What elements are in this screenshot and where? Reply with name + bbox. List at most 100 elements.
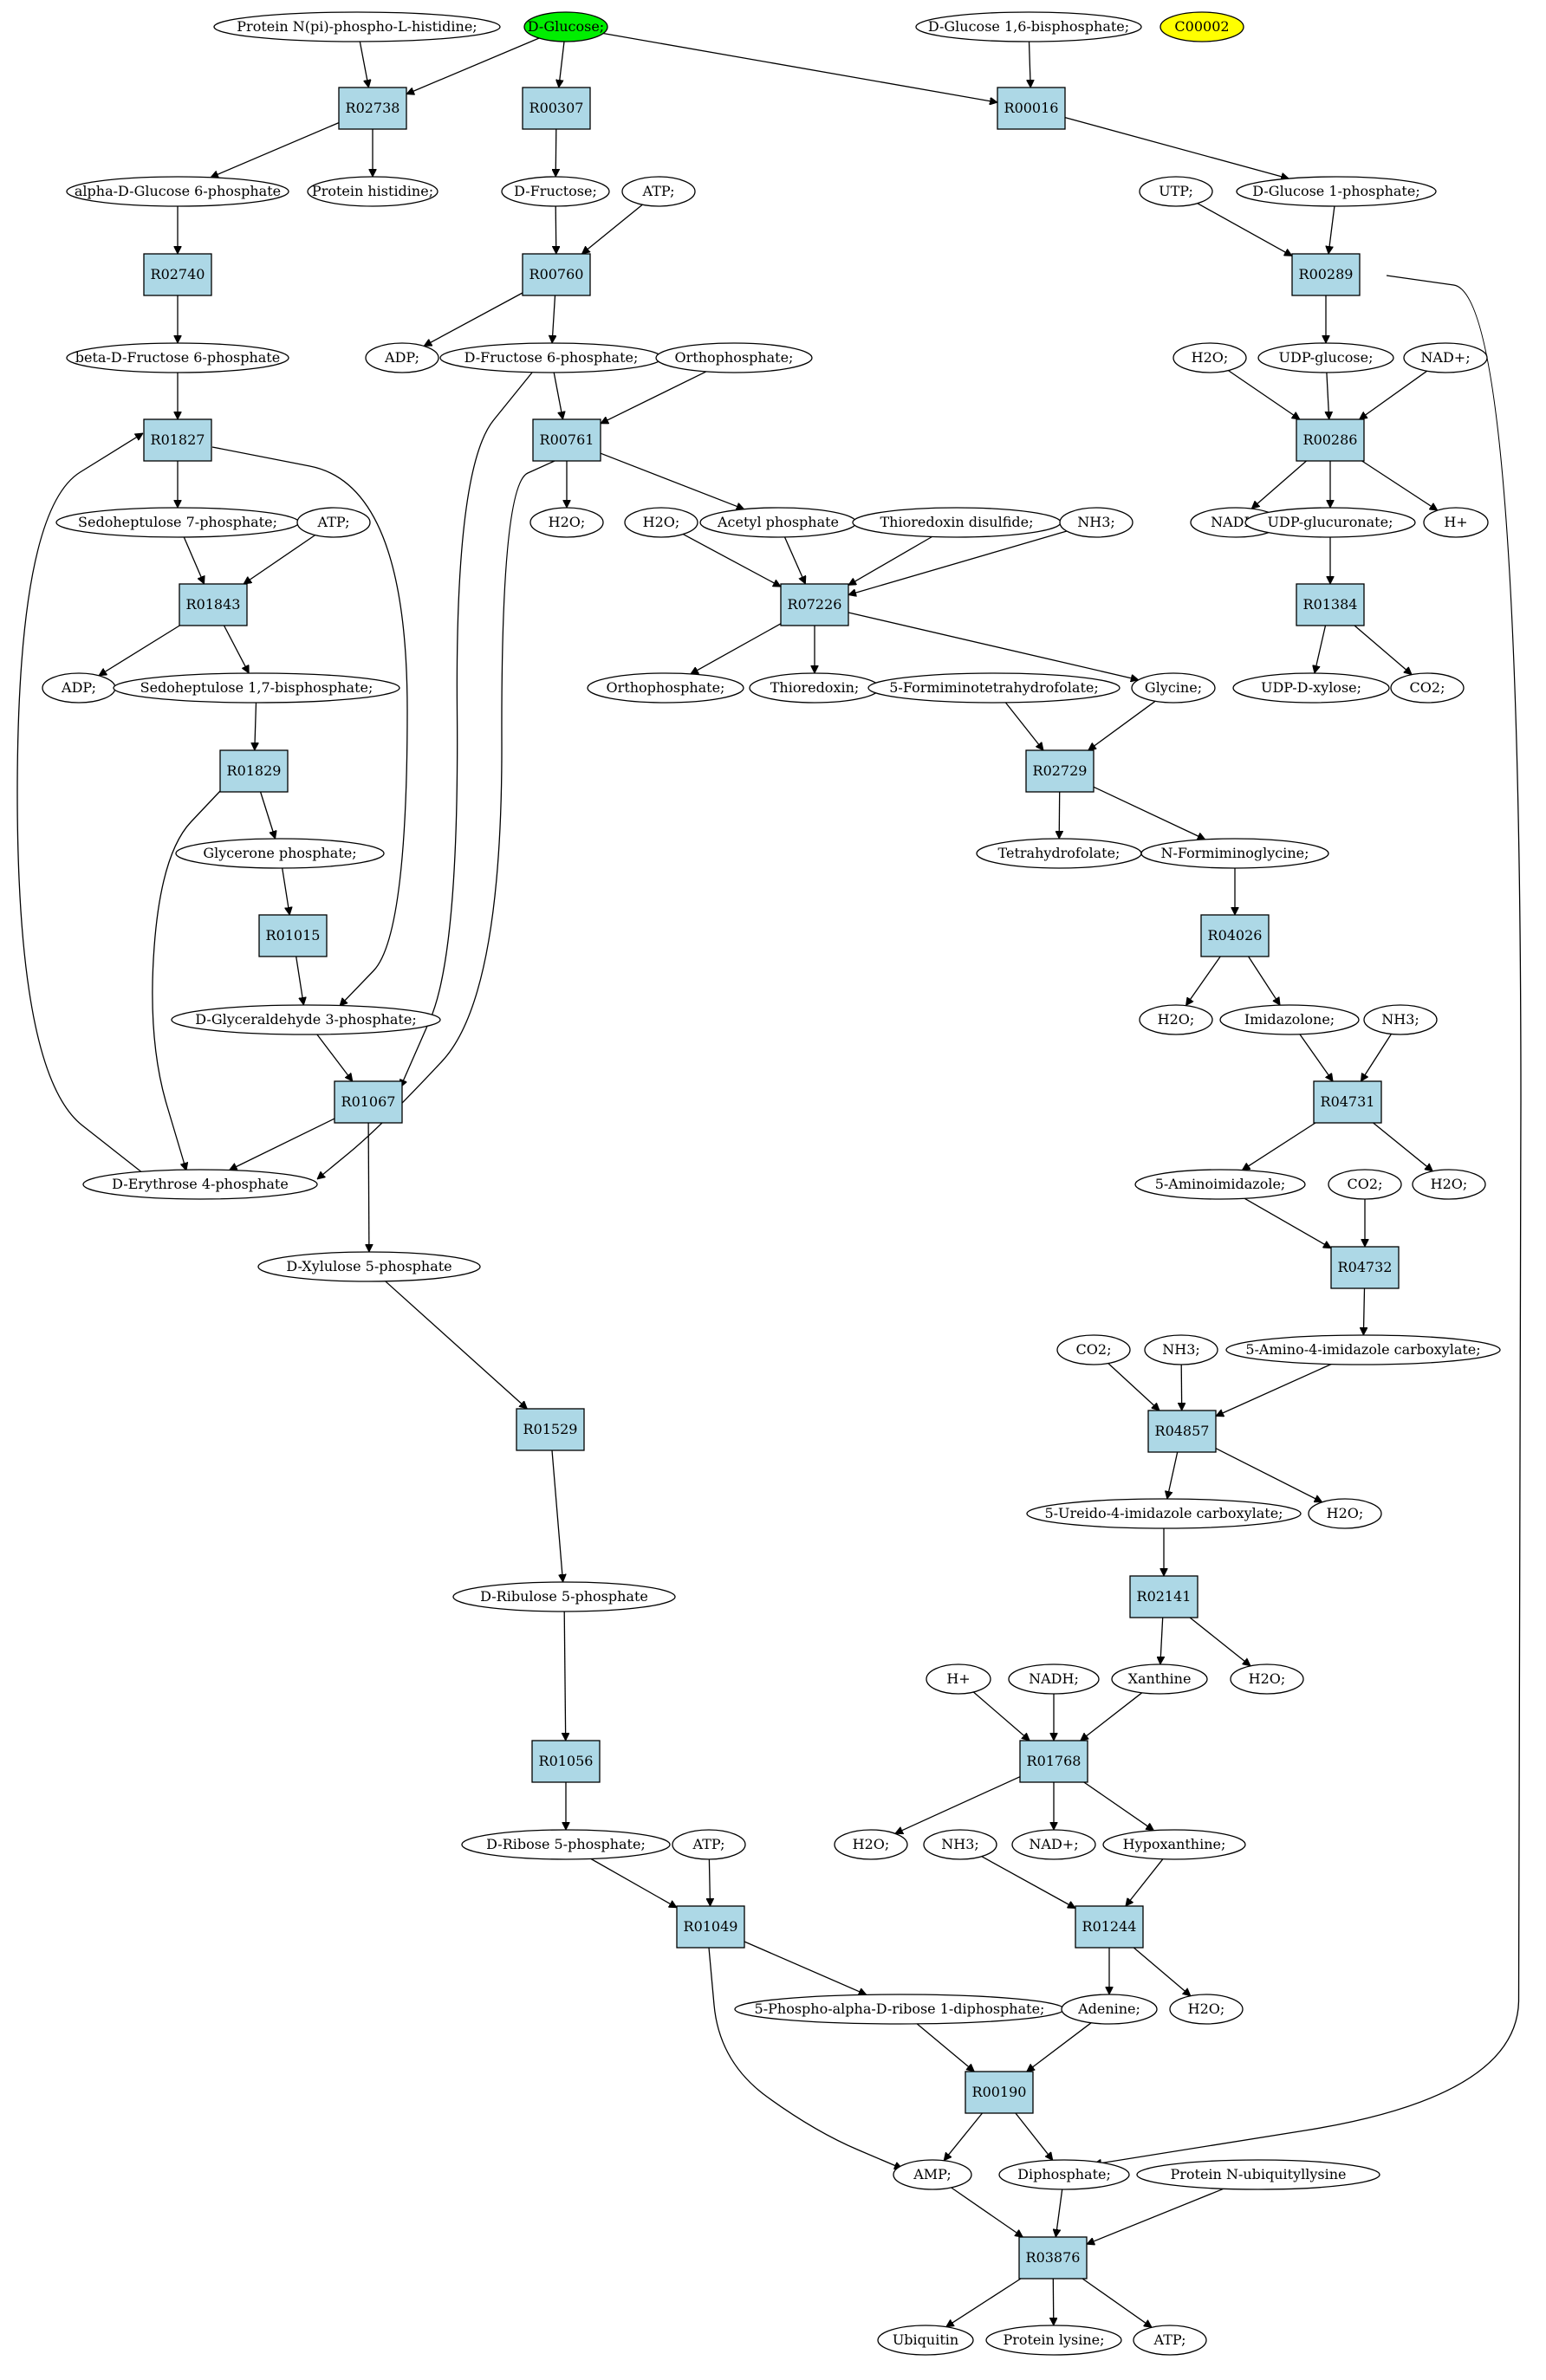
- compound-node-adp1[interactable]: ADP;: [365, 342, 439, 373]
- compound-node-prot_his[interactable]: Protein histidine;: [307, 176, 438, 207]
- compound-node-f6p[interactable]: D-Fructose 6-phosphate;: [439, 342, 663, 373]
- compound-node-co2b[interactable]: CO2;: [1328, 1169, 1402, 1200]
- compound-node-utp[interactable]: UTP;: [1139, 176, 1213, 207]
- compound-node-acp[interactable]: Acetyl phosphate: [699, 507, 857, 538]
- compound-node-nadp1[interactable]: NAD+;: [1403, 342, 1488, 373]
- compound-node-udpg[interactable]: UDP-glucose;: [1257, 342, 1394, 373]
- compound-node-atp1[interactable]: ATP;: [621, 176, 696, 207]
- compound-node-plys[interactable]: Protein lysine;: [985, 2325, 1122, 2356]
- compound-node-ubq[interactable]: Ubiquitin: [877, 2325, 974, 2356]
- compound-node-h2o4[interactable]: H2O;: [1139, 1004, 1213, 1035]
- reaction-node-R04731[interactable]: R04731: [1313, 1080, 1382, 1124]
- compound-node-ru5p[interactable]: D-Ribulose 5-phosphate: [452, 1581, 676, 1612]
- compound-node-r5p[interactable]: D-Ribose 5-phosphate;: [461, 1829, 671, 1860]
- compound-node-fthf[interactable]: 5-Formiminotetrahydrofolate;: [867, 672, 1121, 704]
- compound-node-s17bp[interactable]: Sedoheptulose 1,7-bisphosphate;: [113, 672, 400, 704]
- reaction-node-R01384[interactable]: R01384: [1296, 583, 1365, 626]
- compound-node-co2c[interactable]: CO2;: [1056, 1334, 1131, 1365]
- compound-node-udpgl[interactable]: UDP-glucuronate;: [1244, 507, 1416, 538]
- compound-node-xan[interactable]: Xanthine: [1111, 1663, 1208, 1695]
- reaction-node-R00286[interactable]: R00286: [1296, 418, 1365, 462]
- compound-node-h2o8[interactable]: H2O;: [834, 1829, 908, 1860]
- compound-node-uic[interactable]: 5-Ureido-4-imidazole carboxylate;: [1026, 1498, 1302, 1529]
- reaction-node-R04857[interactable]: R04857: [1147, 1410, 1217, 1453]
- compound-node-nadh2[interactable]: NADH;: [1008, 1663, 1100, 1695]
- compound-node-pi1[interactable]: Orthophosphate;: [655, 342, 813, 373]
- compound-node-nh3d[interactable]: NH3;: [923, 1829, 997, 1860]
- compound-node-trxss[interactable]: Thioredoxin disulfide;: [852, 507, 1062, 538]
- compound-node-atp4[interactable]: ATP;: [1133, 2325, 1207, 2356]
- compound-node-g16bp[interactable]: D-Glucose 1,6-bisphosphate;: [915, 11, 1142, 42]
- reaction-node-R04026[interactable]: R04026: [1200, 914, 1270, 957]
- compound-node-prot_ph[interactable]: Protein N(pi)-phospho-L-histidine;: [213, 11, 501, 42]
- node-label: H2O;: [1327, 1505, 1364, 1521]
- reaction-node-R02141[interactable]: R02141: [1129, 1575, 1198, 1618]
- compound-node-imz[interactable]: Imidazolone;: [1219, 1004, 1360, 1035]
- compound-node-h2o6[interactable]: H2O;: [1308, 1498, 1382, 1529]
- reaction-node-R00190[interactable]: R00190: [965, 2071, 1034, 2114]
- reaction-node-R02729[interactable]: R02729: [1025, 749, 1095, 793]
- reaction-node-R01056[interactable]: R01056: [531, 1740, 601, 1783]
- reaction-node-R01049[interactable]: R01049: [676, 1905, 745, 1949]
- compound-node-s7p[interactable]: Sedoheptulose 7-phosphate;: [55, 507, 300, 538]
- reaction-node-R01829[interactable]: R01829: [219, 749, 289, 793]
- reaction-node-R00307[interactable]: R00307: [522, 87, 591, 130]
- compound-node-pnul[interactable]: Protein N-ubiquityllysine: [1136, 2159, 1380, 2190]
- compound-node-fru[interactable]: D-Fructose;: [501, 176, 610, 207]
- compound-node-pi2[interactable]: Orthophosphate;: [587, 672, 744, 704]
- compound-node-prpp[interactable]: 5-Phospho-alpha-D-ribose 1-diphosphate;: [734, 1994, 1065, 2025]
- reaction-node-R01244[interactable]: R01244: [1075, 1905, 1144, 1949]
- reaction-node-R02740[interactable]: R02740: [143, 253, 212, 296]
- compound-node-g3p[interactable]: D-Glyceraldehyde 3-phosphate;: [171, 1004, 441, 1035]
- compound-node-hplus2[interactable]: H+: [926, 1663, 991, 1695]
- compound-node-gly[interactable]: Glycine;: [1131, 672, 1216, 704]
- compound-node-nh3b[interactable]: NH3;: [1363, 1004, 1438, 1035]
- reaction-node-R02738[interactable]: R02738: [338, 87, 407, 130]
- reaction-node-R01843[interactable]: R01843: [179, 583, 248, 626]
- compound-node-C00267[interactable]: D-Glucose;: [523, 11, 608, 42]
- compound-node-x5p[interactable]: D-Xylulose 5-phosphate: [257, 1251, 481, 1282]
- compound-node-ade[interactable]: Adenine;: [1061, 1994, 1158, 2025]
- reaction-node-R03876[interactable]: R03876: [1018, 2236, 1088, 2279]
- compound-node-hplus1[interactable]: H+: [1423, 507, 1489, 538]
- compound-node-h2o1[interactable]: H2O;: [1172, 342, 1247, 373]
- compound-node-aic[interactable]: 5-Amino-4-imidazole carboxylate;: [1225, 1334, 1501, 1365]
- compound-node-udpx[interactable]: UDP-D-xylose;: [1232, 672, 1390, 704]
- compound-node-adp2[interactable]: ADP;: [42, 672, 116, 704]
- compound-node-h2o7[interactable]: H2O;: [1230, 1663, 1304, 1695]
- compound-node-h2o2[interactable]: H2O;: [529, 507, 604, 538]
- compound-node-h2o5[interactable]: H2O;: [1412, 1169, 1486, 1200]
- compound-node-amp[interactable]: AMP;: [893, 2159, 972, 2190]
- compound-node-atp3[interactable]: ATP;: [672, 1829, 746, 1860]
- compound-node-e4p[interactable]: D-Erythrose 4-phosphate: [82, 1169, 318, 1200]
- reaction-node-R01067[interactable]: R01067: [334, 1080, 403, 1124]
- reaction-node-R01827[interactable]: R01827: [143, 418, 212, 462]
- compound-node-aiz[interactable]: 5-Aminoimidazole;: [1134, 1169, 1306, 1200]
- compound-node-C00002[interactable]: C00002: [1160, 11, 1244, 42]
- compound-node-co2a[interactable]: CO2;: [1390, 672, 1465, 704]
- compound-node-nh3c[interactable]: NH3;: [1144, 1334, 1218, 1365]
- reaction-node-R00761[interactable]: R00761: [532, 418, 601, 462]
- compound-node-h2o9[interactable]: H2O;: [1169, 1994, 1244, 2025]
- reaction-node-R01529[interactable]: R01529: [516, 1408, 585, 1451]
- reaction-node-R04732[interactable]: R04732: [1330, 1246, 1400, 1289]
- compound-node-nh3a[interactable]: NH3;: [1059, 507, 1134, 538]
- reaction-node-R00016[interactable]: R00016: [997, 87, 1066, 130]
- compound-node-bf6p[interactable]: beta-D-Fructose 6-phosphate: [66, 342, 289, 373]
- compound-node-hyp[interactable]: Hypoxanthine;: [1102, 1829, 1246, 1860]
- compound-node-atp2[interactable]: ATP;: [296, 507, 371, 538]
- compound-node-thf[interactable]: Tetrahydrofolate;: [976, 838, 1142, 869]
- compound-node-h2o3[interactable]: H2O;: [624, 507, 698, 538]
- compound-node-nfg[interactable]: N-Formiminoglycine;: [1140, 838, 1329, 869]
- compound-node-g1p[interactable]: D-Glucose 1-phosphate;: [1236, 176, 1437, 207]
- reaction-node-R00289[interactable]: R00289: [1291, 253, 1361, 296]
- compound-node-dhap[interactable]: Glycerone phosphate;: [175, 838, 385, 869]
- reaction-node-R07226[interactable]: R07226: [780, 583, 849, 626]
- reaction-node-R01015[interactable]: R01015: [258, 914, 328, 957]
- compound-node-ppi[interactable]: Diphosphate;: [998, 2159, 1130, 2190]
- reaction-node-R00760[interactable]: R00760: [522, 253, 591, 296]
- compound-node-trx[interactable]: Thioredoxin;: [749, 672, 880, 704]
- compound-node-ag6p[interactable]: alpha-D-Glucose 6-phosphate: [66, 176, 289, 207]
- reaction-node-R01768[interactable]: R01768: [1019, 1740, 1088, 1783]
- compound-node-nadp2[interactable]: NAD+;: [1011, 1829, 1096, 1860]
